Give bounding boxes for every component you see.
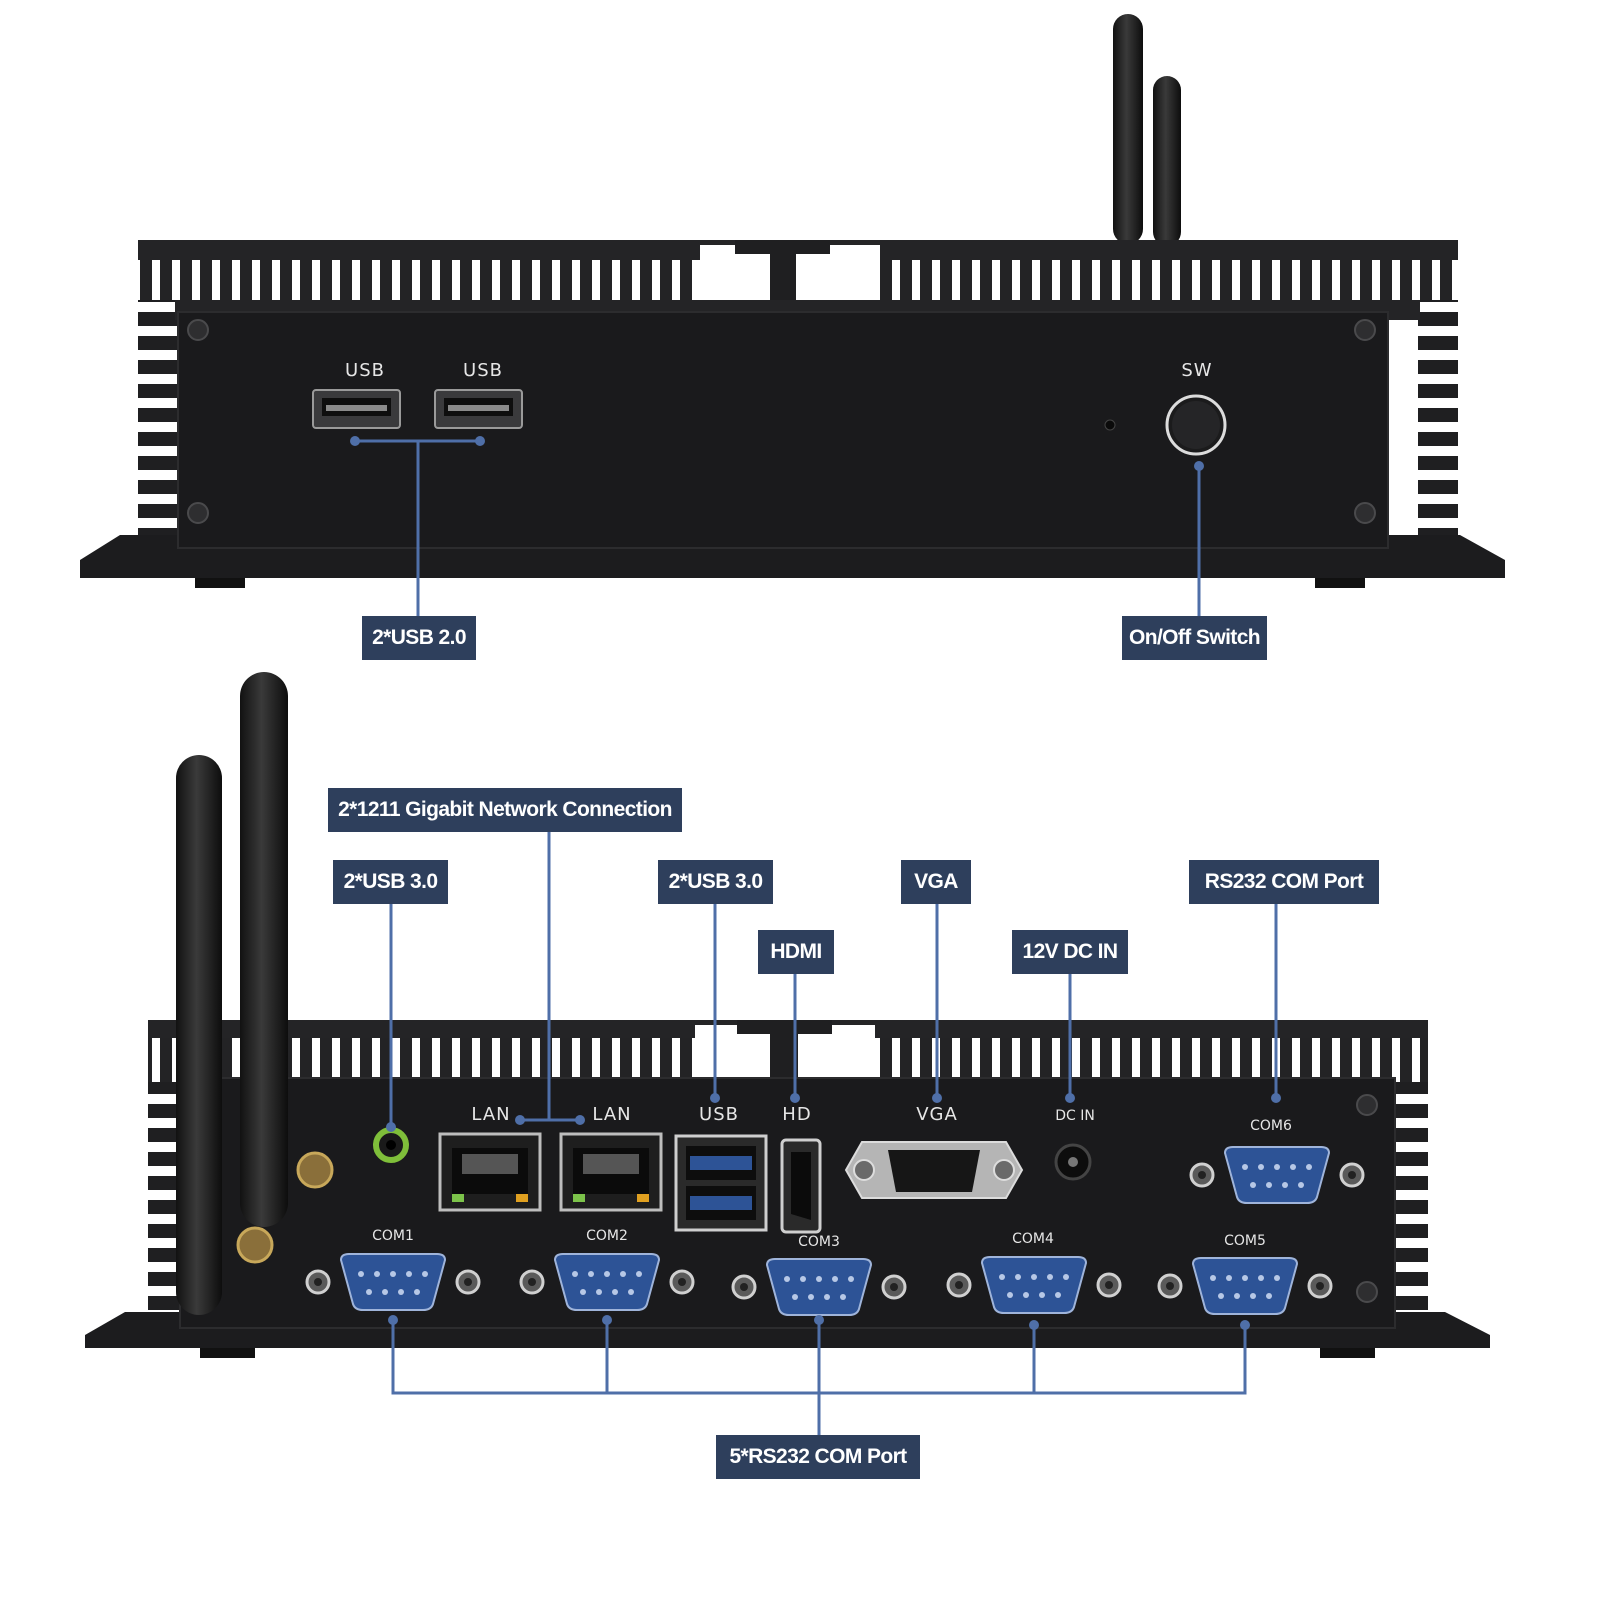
antenna-icon [240, 672, 288, 1227]
audio-jack-icon [373, 1127, 409, 1163]
dc-in-label: DC IN [1055, 1108, 1095, 1124]
vga-port-icon [844, 1141, 1024, 1199]
usb-port-label: USB [699, 1104, 739, 1125]
callout-rs232-multi: 5*RS232 COM Port [716, 1435, 920, 1479]
callout-usb30-mid: 2*USB 3.0 [658, 860, 773, 904]
power-button-icon [1165, 394, 1227, 456]
com2-label: COM2 [586, 1228, 628, 1244]
callout-usb20: 2*USB 2.0 [362, 616, 476, 660]
com-port-icon [519, 1253, 695, 1311]
rear-leader-lines [389, 830, 1278, 1437]
callout-rs232-single: RS232 COM Port [1189, 860, 1379, 904]
hd-port-label: HD [782, 1104, 812, 1125]
antenna-icon [1113, 14, 1143, 244]
lan-port-label: LAN [471, 1104, 511, 1125]
com-ports [305, 1146, 1365, 1316]
switch-label: SW [1181, 360, 1213, 381]
com1-label: COM1 [372, 1228, 414, 1244]
rear-unit [85, 672, 1490, 1358]
callout-usb30-left: 2*USB 3.0 [333, 860, 448, 904]
com-port-icon [731, 1258, 907, 1316]
com-port-icon [946, 1256, 1122, 1314]
dc-jack-icon [1054, 1143, 1092, 1181]
status-led-icon [1104, 419, 1116, 431]
antenna-icon [1153, 76, 1181, 246]
antenna-icon [176, 755, 222, 1315]
callout-power-switch: On/Off Switch [1122, 616, 1267, 660]
lan-port-label: LAN [592, 1104, 632, 1125]
antenna-connector-icon [236, 1151, 334, 1264]
usb-port-label: USB [345, 360, 385, 381]
com4-label: COM4 [1012, 1231, 1054, 1247]
front-unit [80, 14, 1505, 588]
usb-port-label: USB [463, 360, 503, 381]
front-leader-lines [355, 439, 1201, 618]
callout-hdmi: HDMI [758, 930, 834, 974]
com6-label: COM6 [1250, 1118, 1292, 1134]
usb-port-icon [312, 389, 401, 429]
com5-label: COM5 [1224, 1233, 1266, 1249]
com-port-icon [1189, 1146, 1365, 1204]
callout-vga: VGA [901, 860, 971, 904]
com-port-icon [1157, 1257, 1333, 1315]
callout-dc-in: 12V DC IN [1012, 930, 1128, 974]
lan-port-icon [438, 1132, 542, 1212]
usb-port-icon [434, 389, 523, 429]
com-port-icon [305, 1253, 481, 1311]
usb3-port-icon [674, 1134, 768, 1232]
com3-label: COM3 [798, 1234, 840, 1250]
hdmi-port-icon [780, 1138, 822, 1234]
lan-port-icon [559, 1132, 663, 1212]
vga-port-label: VGA [916, 1104, 958, 1125]
callout-network: 2*1211 Gigabit Network Connection [328, 788, 682, 832]
